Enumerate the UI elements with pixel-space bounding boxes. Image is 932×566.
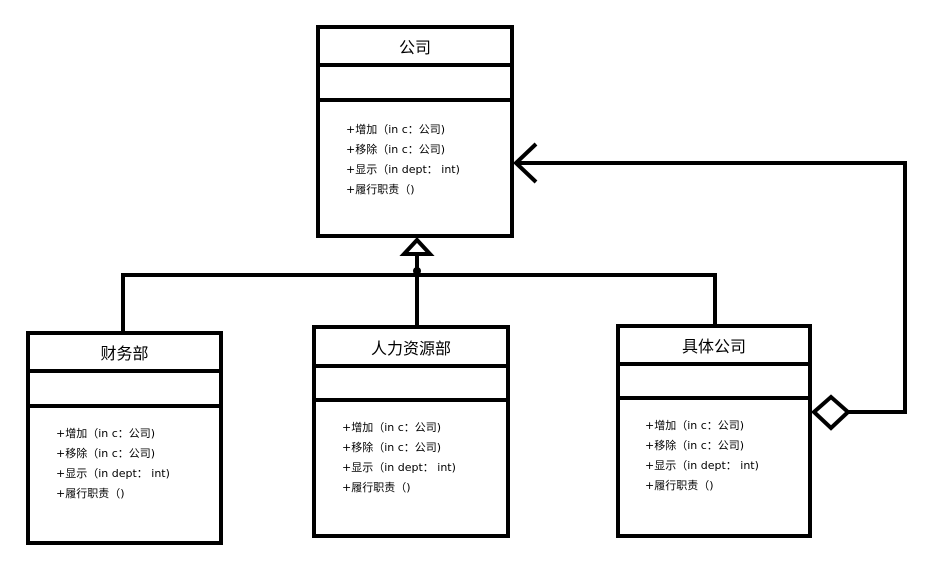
operations-compartment: +增加（in c：公司) +移除（in c：公司) +显示（in dept： i… <box>320 102 510 234</box>
operation-display: +显示（in dept： int) <box>645 459 759 472</box>
association-arrowhead <box>513 142 538 184</box>
generalization-arrowhead <box>399 237 435 256</box>
operations-compartment: +增加（in c：公司) +移除（in c：公司) +显示（in dept： i… <box>316 402 506 534</box>
class-name: 财务部 <box>30 335 219 373</box>
operation-remove: +移除（in c：公司) <box>56 447 156 460</box>
class-name: 人力资源部 <box>316 329 506 368</box>
attributes-compartment <box>320 67 510 102</box>
operation-duty: +履行职责（) <box>645 479 714 492</box>
class-company: 公司 +增加（in c：公司) +移除（in c：公司) +显示（in dept… <box>316 25 514 238</box>
operation-remove: +移除（in c：公司) <box>342 441 442 454</box>
operation-add: +增加（in c：公司) <box>342 421 442 434</box>
class-name: 具体公司 <box>620 328 808 366</box>
aggregation-line <box>516 161 907 414</box>
attributes-compartment <box>620 366 808 400</box>
operation-duty: +履行职责（) <box>56 487 125 500</box>
operation-display: +显示（in dept： int) <box>346 163 460 176</box>
class-hr: 人力资源部 +增加（in c：公司) +移除（in c：公司) +显示（in d… <box>312 325 510 538</box>
attributes-compartment <box>316 368 506 402</box>
operations-compartment: +增加（in c：公司) +移除（in c：公司) +显示（in dept： i… <box>30 408 219 541</box>
operation-remove: +移除（in c：公司) <box>645 439 745 452</box>
class-concrete-company: 具体公司 +增加（in c：公司) +移除（in c：公司) +显示（in de… <box>616 324 812 538</box>
operation-duty: +履行职责（) <box>342 481 411 494</box>
attributes-compartment <box>30 373 219 408</box>
operation-display: +显示（in dept： int) <box>56 467 170 480</box>
operation-add: +增加（in c：公司) <box>56 427 156 440</box>
class-name: 公司 <box>320 29 510 67</box>
operation-remove: +移除（in c：公司) <box>346 143 446 156</box>
operation-add: +增加（in c：公司) <box>346 123 446 136</box>
operations-compartment: +增加（in c：公司) +移除（in c：公司) +显示（in dept： i… <box>620 400 808 534</box>
operation-add: +增加（in c：公司) <box>645 419 745 432</box>
operation-display: +显示（in dept： int) <box>342 461 456 474</box>
aggregation-diamond <box>811 394 851 431</box>
operation-duty: +履行职责（) <box>346 183 415 196</box>
class-finance: 财务部 +增加（in c：公司) +移除（in c：公司) +显示（in dep… <box>26 331 223 545</box>
